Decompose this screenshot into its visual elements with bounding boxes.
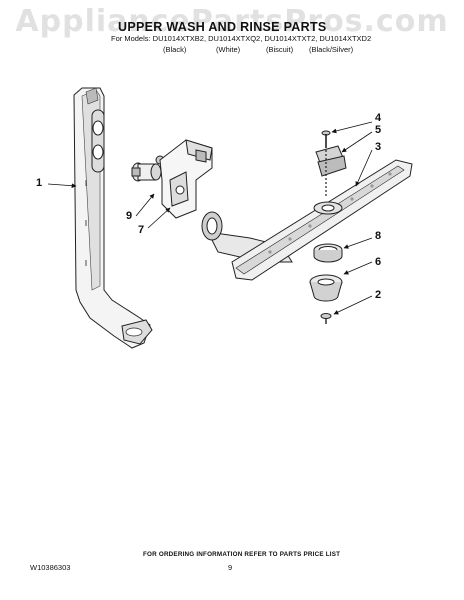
- watermark: AppliancePartsPros.com: [15, 4, 449, 39]
- callout-9: 9: [126, 210, 133, 222]
- leader-line-5: [341, 131, 373, 153]
- spray-arm-part: [231, 159, 413, 281]
- callout-8: 8: [375, 230, 382, 242]
- supply-tube-part: [73, 87, 153, 349]
- leader-line-7: [147, 207, 171, 229]
- leader-line-4: [331, 121, 373, 134]
- leader-line-3: [355, 149, 373, 187]
- leader-line-8: [343, 237, 373, 249]
- bracket-part: [159, 139, 213, 219]
- leader-line-1: [47, 183, 77, 189]
- page-number: 9: [228, 563, 233, 572]
- callout-5: 5: [375, 124, 382, 136]
- callout-2: 2: [375, 289, 382, 301]
- bearing-part: [315, 145, 347, 196]
- color-label-black: (Black): [163, 45, 187, 54]
- leader-line-6: [343, 261, 373, 275]
- callout-7: 7: [138, 224, 145, 236]
- leader-line-2: [333, 295, 373, 315]
- leader-line-9: [135, 193, 155, 217]
- callout-4: 4: [375, 112, 382, 124]
- models-line: For Models: DU1014XTXB2, DU1014XTXQ2, DU…: [111, 34, 372, 43]
- callout-6: 6: [375, 256, 382, 268]
- color-label-black-silver: (Black/Silver): [309, 45, 354, 54]
- page-title: UPPER WASH AND RINSE PARTS: [118, 20, 327, 34]
- color-label-biscuit: (Biscuit): [266, 45, 294, 54]
- ring-part: [313, 243, 343, 263]
- document-number: W10386303: [30, 563, 71, 572]
- callout-1: 1: [36, 177, 43, 189]
- screw-part: [321, 130, 331, 148]
- hub-part: [309, 274, 343, 302]
- callout-3: 3: [375, 141, 382, 153]
- ordering-info-note: FOR ORDERING INFORMATION REFER TO PARTS …: [143, 551, 341, 558]
- color-label-white: (White): [216, 45, 241, 54]
- leader-lines: [47, 121, 373, 315]
- fastener-part: [320, 313, 332, 324]
- nozzle-part: [131, 155, 165, 182]
